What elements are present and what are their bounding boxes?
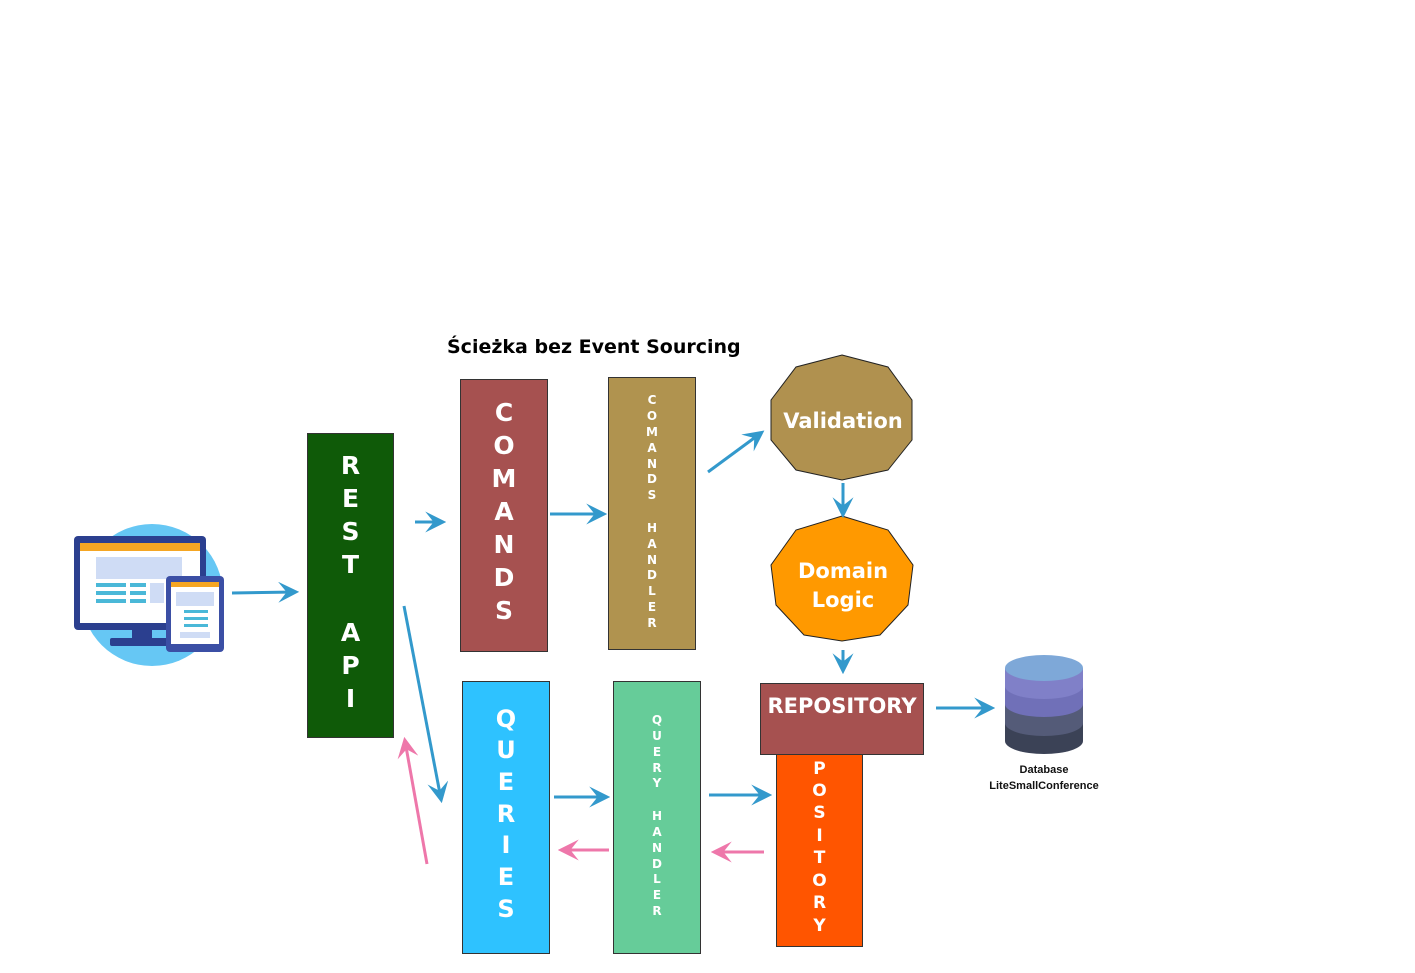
vertical-letter: E — [652, 744, 662, 759]
vertical-letter: U — [652, 728, 662, 743]
arrow-api-to-queries — [402, 605, 449, 804]
vertical-letter: R — [340, 450, 361, 480]
vertical-letter: I — [816, 825, 823, 846]
repository-box: REPOSITORY — [760, 683, 924, 755]
arrow-return-to-api — [397, 736, 429, 865]
vertical-letter: D — [652, 856, 662, 871]
vertical-letter: E — [497, 767, 515, 796]
vertical-letter: D — [647, 472, 657, 487]
vertical-letter: L — [648, 584, 656, 599]
vertical-letter: U — [496, 736, 516, 765]
vertical-letter: R — [496, 799, 516, 828]
vertical-letter: O — [493, 431, 515, 460]
vertical-letter: N — [493, 530, 515, 559]
vertical-letter: A — [340, 617, 361, 647]
vertical-letter: R — [812, 893, 827, 914]
vertical-letter: I — [345, 683, 356, 713]
vertical-letter: C — [647, 393, 657, 408]
vertical-letter: H — [646, 520, 658, 535]
vertical-letter: C — [494, 398, 514, 427]
vertical-letter: O — [646, 409, 658, 424]
vertical-letter: E — [652, 888, 662, 903]
domain-logic-shape — [770, 515, 914, 642]
vertical-letter: H — [651, 809, 663, 824]
vertical-letter: R — [652, 760, 662, 775]
vertical-letter: Q — [651, 713, 663, 728]
database-label: Database LiteSmallConference — [984, 762, 1104, 794]
database-label-line1: Database — [1019, 764, 1069, 776]
vertical-letter: D — [493, 563, 515, 592]
vertical-letter: S — [647, 488, 657, 503]
database-icon — [1005, 655, 1083, 754]
vertical-letter: O — [812, 780, 827, 801]
vertical-letter: A — [652, 824, 662, 839]
vertical-letter: R — [652, 904, 662, 919]
vertical-letter: S — [341, 516, 360, 546]
repository-vertical-box: EPOSITORY — [776, 738, 863, 947]
validation-label: Validation — [783, 409, 903, 433]
vertical-letter: T — [813, 848, 826, 869]
vertical-letter: E — [497, 863, 515, 891]
vertical-letter: S — [497, 894, 515, 923]
vertical-letter: O — [812, 870, 827, 891]
vertical-letter: A — [647, 440, 657, 455]
domain-logic-label-line2: Logic — [812, 588, 875, 612]
vertical-letter: A — [494, 497, 514, 526]
arrow-client-to-api — [231, 581, 300, 603]
vertical-letter: Q — [495, 704, 517, 733]
vertical-letter: N — [651, 840, 663, 855]
vertical-letter: E — [341, 483, 360, 513]
vertical-letter: R — [647, 615, 657, 630]
vertical-letter: L — [653, 872, 661, 887]
vertical-letter: E — [647, 600, 657, 615]
vertical-letter: N — [646, 456, 658, 471]
vertical-letter: A — [647, 536, 657, 551]
vertical-letter: D — [647, 568, 657, 583]
vertical-letter: Y — [813, 915, 826, 936]
vertical-letter: M — [491, 464, 517, 493]
vertical-letter: I — [501, 831, 511, 860]
diagram-title: Ścieżka bez Event Sourcing — [447, 336, 741, 358]
vertical-letter: P — [813, 758, 826, 779]
vertical-letter: T — [341, 549, 360, 579]
validation-shape — [770, 354, 913, 481]
vertical-letter: P — [341, 650, 360, 680]
database-label-line2: LiteSmallConference — [989, 780, 1099, 792]
vertical-letter: M — [646, 424, 658, 439]
vertical-letter: S — [494, 596, 513, 625]
domain-logic-label-line1: Domain — [798, 559, 888, 583]
vertical-letter: N — [646, 552, 658, 567]
vertical-letter: Y — [652, 776, 662, 791]
arrow-handler-to-validation — [707, 430, 765, 474]
repository-label: REPOSITORY — [767, 694, 917, 718]
computer-tablet-icon — [74, 524, 224, 666]
vertical-letter: S — [813, 803, 826, 824]
